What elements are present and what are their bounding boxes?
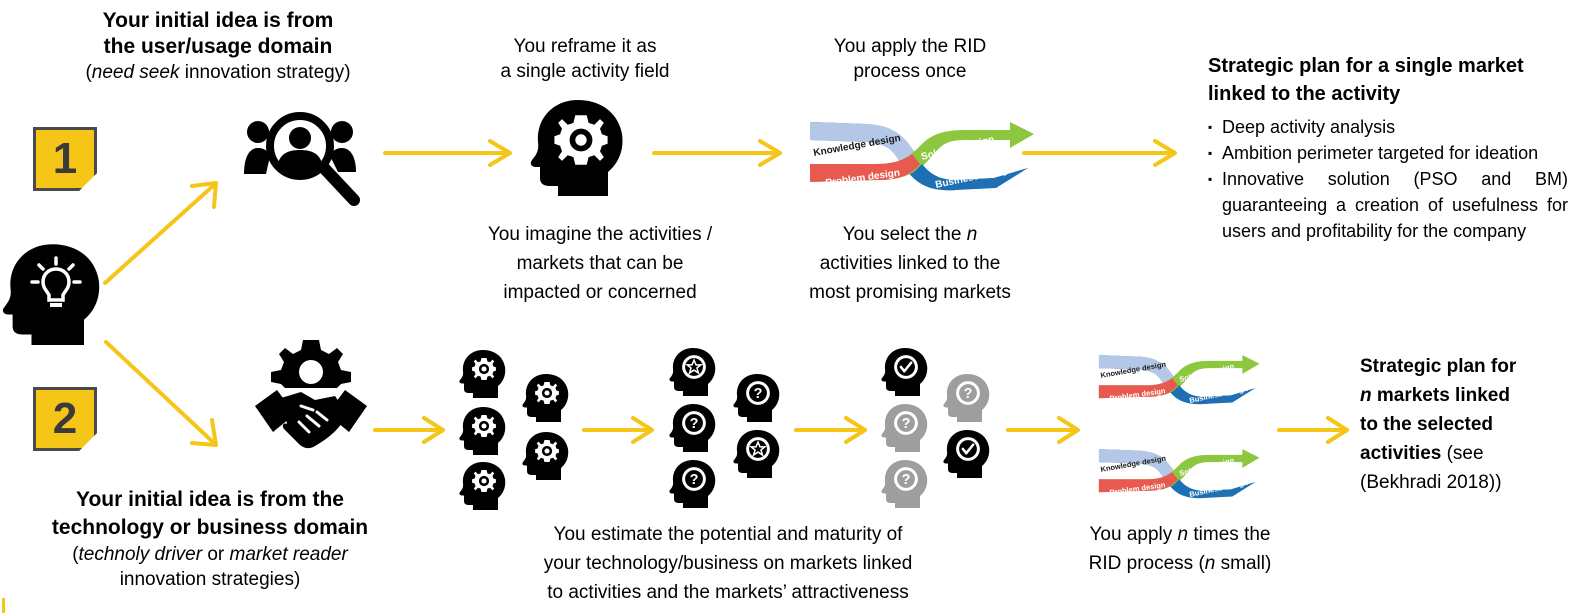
- path2-arrows: [104, 340, 1349, 447]
- path2-result-line-4: activities (see: [1360, 443, 1484, 464]
- apply-n-line-1: You apply n times the: [1089, 524, 1271, 545]
- select-text: You select the n activities linked to th…: [775, 220, 1045, 307]
- apply-once-line-1: You apply the RID: [833, 36, 987, 57]
- path2-result-line-5: (Bekhradi 2018)): [1360, 472, 1502, 493]
- estimate-line-2: your technology/business on markets link…: [543, 553, 913, 574]
- reframe-line-1: You reframe it as: [513, 36, 657, 57]
- head-star-icon: [733, 430, 779, 478]
- gear-handshake-icon: [255, 340, 367, 449]
- path2-origin-title-1: Your initial idea is from the: [76, 488, 344, 511]
- head-star-icon: [669, 348, 715, 396]
- step-badge-1: 1: [33, 127, 97, 191]
- path2-origin-title-2: technology or business domain: [51, 516, 369, 539]
- head-gear-icon: [459, 407, 505, 455]
- rid-process-graphic-small: Knowledge design Problem design Solution…: [1098, 355, 1260, 405]
- path2-result-line-1: Strategic plan for: [1360, 356, 1517, 377]
- estimate-line-1: You estimate the potential and maturity …: [553, 524, 903, 545]
- step-badge-2: 2: [33, 387, 97, 451]
- path2-result-text: Strategic plan for n markets linked to t…: [1360, 352, 1570, 497]
- apply-n-text: You apply n times the RID process (n sma…: [1080, 520, 1280, 578]
- imagine-text: You imagine the activities / markets tha…: [455, 220, 745, 307]
- head-gear-icon: [459, 462, 505, 510]
- select-line-2: activities linked to the: [819, 253, 1001, 274]
- rid-process-graphic-small: Knowledge design Problem design Solution…: [1098, 449, 1260, 499]
- path1-origin-subtitle: (need seek innovation strategy): [85, 62, 351, 83]
- head-question-icon: [733, 374, 779, 422]
- bullet-item: Deep activity analysis: [1208, 114, 1568, 140]
- apply-n-line-2: RID process (n small): [1088, 553, 1272, 574]
- users-magnifier-icon: [244, 112, 360, 206]
- head-question-grey-icon: [881, 460, 927, 508]
- head-question-icon: [669, 460, 715, 508]
- arrow-idea-to-tech: [104, 340, 216, 445]
- apply-once-line-2: process once: [853, 61, 967, 82]
- path2-origin-text: Your initial idea is from the technology…: [20, 486, 400, 592]
- head-lightbulb-icon: [2, 244, 100, 345]
- path1-result-title: Strategic plan for a single market linke…: [1208, 52, 1568, 108]
- head-question-grey-icon: [881, 404, 927, 452]
- path1-result-title-1: Strategic plan for a single market: [1208, 55, 1524, 77]
- head-gear-icon: [459, 350, 505, 398]
- activity-heads-grid-gears: [459, 350, 568, 510]
- reframe-text: You reframe it as a single activity fiel…: [455, 34, 715, 84]
- bullet-item: Ambition perimeter targeted for ideation: [1208, 140, 1568, 166]
- head-question-grey-icon: [943, 374, 989, 422]
- activity-heads-grid-evaluated: [669, 348, 779, 508]
- imagine-line-1: You imagine the activities /: [487, 224, 713, 245]
- path1-result-bullets: Deep activity analysis Ambition perimete…: [1208, 114, 1568, 244]
- path1-result-title-2: linked to the activity: [1208, 83, 1401, 105]
- select-line-3: most promising markets: [809, 282, 1011, 303]
- path1-arrows: [103, 139, 1177, 285]
- path2-result-line-2: n markets linked: [1360, 385, 1510, 406]
- imagine-line-2: markets that can be: [516, 253, 684, 274]
- arrow-idea-to-user: [103, 183, 216, 285]
- path1-origin-text: Your initial idea is from the user/usage…: [48, 8, 388, 85]
- bullet-item: Innovative solution (PSO and BM) guarant…: [1208, 166, 1568, 244]
- estimate-line-3: to activities and the markets’ attractiv…: [547, 582, 909, 603]
- rid-process-graphic: Knowledge design Problem design Solution…: [810, 122, 1034, 191]
- path2-origin-subtitle-2: innovation strategies): [119, 569, 301, 590]
- head-gear-icon: [522, 374, 568, 422]
- apply-once-text: You apply the RID process once: [780, 34, 1040, 84]
- head-question-icon: [669, 404, 715, 452]
- select-line-1: You select the n: [842, 224, 978, 245]
- estimate-text: You estimate the potential and maturity …: [528, 520, 928, 607]
- reframe-line-2: a single activity field: [500, 61, 670, 82]
- path1-origin-title-1: Your initial idea is from: [102, 9, 334, 32]
- path2-origin-subtitle-1: (technoly driver or market reader: [72, 544, 348, 565]
- head-gear-icon: [530, 100, 623, 196]
- edge-mark: [2, 598, 5, 613]
- activity-heads-grid-selected: [881, 348, 989, 508]
- head-check-icon: [943, 430, 989, 478]
- path1-origin-title-2: the user/usage domain: [103, 35, 333, 58]
- head-gear-icon: [522, 432, 568, 480]
- path2-result-line-3: to the selected: [1360, 414, 1494, 435]
- imagine-line-3: impacted or concerned: [503, 282, 697, 303]
- head-check-icon: [881, 348, 927, 396]
